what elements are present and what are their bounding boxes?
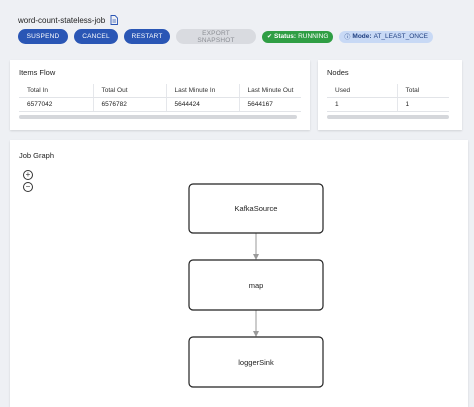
job-graph-title: Job Graph	[19, 151, 55, 160]
cancel-button[interactable]: CANCEL	[74, 29, 118, 44]
export-snapshot-button[interactable]: EXPORT SNAPSHOT	[176, 29, 256, 44]
zoom-in-icon[interactable]: +	[23, 170, 33, 180]
table-header-row: Used Total	[327, 84, 449, 98]
job-graph-canvas: KafkaSource map loggerSink	[188, 183, 324, 388]
column-header: Last Minute In	[165, 84, 239, 98]
horizontal-scrollbar[interactable]	[19, 115, 297, 119]
job-title-row: word-count-stateless-job	[18, 15, 119, 25]
info-icon: ⓘ	[344, 35, 351, 41]
job-header: word-count-stateless-job SUSPEND CANCEL …	[8, 4, 466, 48]
vertex-label: KafkaSource	[235, 204, 278, 213]
vertex-label: loggerSink	[238, 358, 274, 367]
table-row: 1 1	[327, 97, 449, 112]
job-graph-card: Job Graph + − KafkaSource map loggerSink	[10, 140, 468, 407]
nodes-title: Nodes	[327, 68, 349, 77]
mode-label: Mode:	[352, 33, 372, 40]
mode-value: AT_LEAST_ONCE	[373, 33, 428, 40]
status-value: RUNNING	[298, 33, 329, 40]
table-cell: 5644167	[238, 97, 301, 112]
nodes-table: Used Total 1 1	[327, 84, 449, 112]
document-icon[interactable]	[110, 15, 119, 25]
nodes-card: Nodes Used Total 1 1	[318, 60, 462, 130]
check-circle-icon: ✔	[267, 34, 273, 40]
vertex-label: map	[249, 281, 264, 290]
status-label: Status:	[274, 33, 297, 40]
vertex-map[interactable]: map	[188, 259, 324, 311]
column-header: Last Minute Out	[238, 84, 301, 98]
table-cell: 1	[327, 97, 397, 112]
job-name: word-count-stateless-job	[18, 15, 106, 25]
horizontal-scrollbar[interactable]	[327, 115, 449, 119]
action-buttons: SUSPEND CANCEL RESTART EXPORT SNAPSHOT ✔…	[18, 29, 433, 44]
zoom-out-icon[interactable]: −	[23, 182, 33, 192]
items-flow-title: Items Flow	[19, 68, 56, 77]
items-flow-card: Items Flow Total In Total Out Last Minut…	[10, 60, 310, 130]
column-header: Total Out	[92, 84, 166, 98]
table-cell: 6576782	[92, 97, 166, 112]
status-badge: ✔ Status: RUNNING	[262, 30, 334, 43]
restart-button[interactable]: RESTART	[124, 29, 170, 44]
table-row: 6577042 6576782 5644424 5644167	[19, 97, 301, 112]
table-cell: 6577042	[19, 97, 93, 112]
table-cell: 5644424	[165, 97, 239, 112]
table-cell: 1	[396, 97, 449, 112]
table-header-row: Total In Total Out Last Minute In Last M…	[19, 84, 301, 98]
mode-badge: ⓘ Mode: AT_LEAST_ONCE	[339, 30, 433, 43]
items-flow-table: Total In Total Out Last Minute In Last M…	[19, 84, 301, 112]
vertex-logger-sink[interactable]: loggerSink	[188, 336, 324, 388]
column-header: Total In	[19, 84, 93, 98]
vertex-kafka-source[interactable]: KafkaSource	[188, 183, 324, 234]
suspend-button[interactable]: SUSPEND	[18, 29, 68, 44]
column-header: Used	[327, 84, 397, 98]
column-header: Total	[396, 84, 449, 98]
